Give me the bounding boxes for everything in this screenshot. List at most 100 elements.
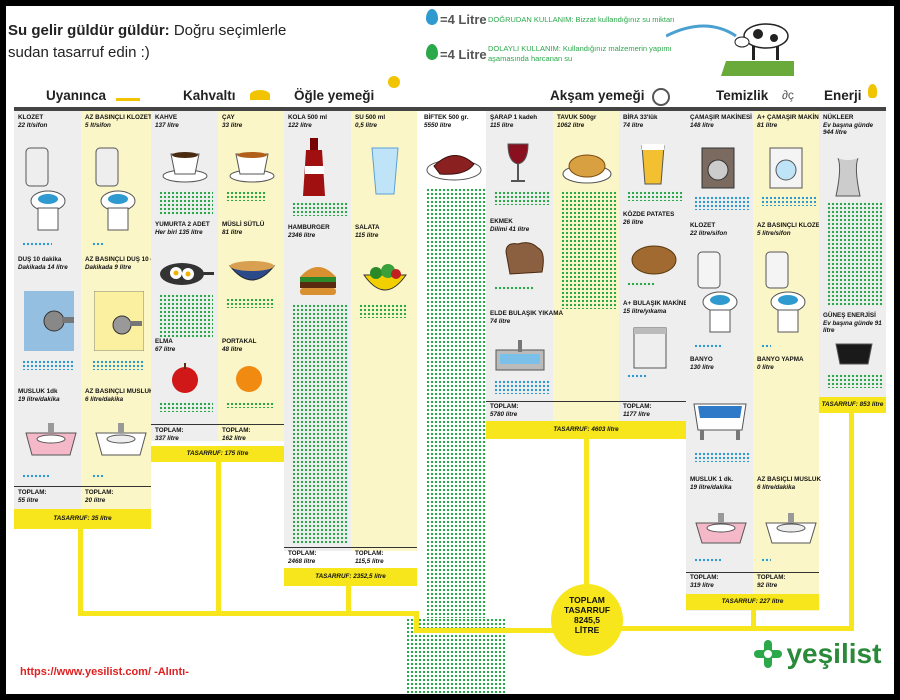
dots-indirect xyxy=(159,191,213,215)
dots-indirect xyxy=(226,402,274,408)
pipe xyxy=(751,610,756,630)
ogle-total-standard: TOPLAM:2468 litre xyxy=(288,550,317,565)
pipe xyxy=(614,626,854,631)
category-enerji: Enerji xyxy=(824,88,862,103)
source-url[interactable]: https://www.yesilist.com/ -Alıntı- xyxy=(20,666,189,678)
potato-icon xyxy=(631,245,677,275)
kahvalti-savings-bar: TASARRUF: 175 litre xyxy=(151,446,284,462)
item-t-musluk-label: MUSLUK 1 dk.19 litre/dakika xyxy=(690,476,734,491)
toilet-icon xyxy=(697,251,738,333)
water-drop-green-icon xyxy=(426,44,438,60)
water-drop-blue-icon xyxy=(426,9,438,25)
item-az-dus-label: AZ BASINÇLI DUŞ 10 dk.Dakikada 9 litre xyxy=(85,256,160,271)
ogle-savings-bar: TASARRUF: 2352,5 litre xyxy=(284,568,417,586)
grand-total-badge: TOPLAM TASARRUF 8245,5 LİTRE xyxy=(551,584,623,656)
dots-direct xyxy=(694,196,750,210)
washing-machine-icon xyxy=(701,147,735,189)
flower-icon xyxy=(754,640,782,668)
bathtub-icon xyxy=(693,403,747,440)
dots-indirect xyxy=(627,282,655,287)
dots-direct xyxy=(92,360,144,370)
sunrise-icon xyxy=(116,88,140,101)
dots-indirect xyxy=(292,304,348,544)
category-kahvalti: Kahvaltı xyxy=(183,88,236,103)
divider xyxy=(151,424,284,425)
sink-icon xyxy=(765,513,817,544)
cola-bottle-icon xyxy=(303,138,325,196)
frying-pan-icon xyxy=(160,263,214,285)
brand-name: yeşilist xyxy=(786,638,882,669)
dots-direct xyxy=(494,380,550,394)
pipe xyxy=(414,628,564,633)
pipe xyxy=(346,586,351,614)
legend-indirect-label: DOLAYLI KULLANIM: Kullandığınız malzemer… xyxy=(488,44,672,63)
dots-indirect-trunk xyxy=(426,188,486,618)
hamburger-icon xyxy=(300,267,336,295)
wine-glass-icon xyxy=(507,143,529,182)
dots-direct xyxy=(92,242,104,247)
dots-indirect xyxy=(494,191,550,205)
dots-direct xyxy=(22,242,52,247)
uyanica-total-standard: TOPLAM:55 litre xyxy=(18,489,47,504)
divider xyxy=(486,401,686,402)
dots-direct xyxy=(694,452,750,462)
dots-indirect xyxy=(159,294,213,338)
sink-icon xyxy=(25,423,77,456)
nuclear-plant-icon xyxy=(834,148,862,197)
dishwasher-icon xyxy=(633,327,667,369)
dots-direct xyxy=(22,474,50,479)
toilet-icon xyxy=(765,251,806,333)
category-aksam: Akşam yemeği xyxy=(550,88,645,103)
dots-direct xyxy=(694,558,722,563)
aksam-total-saving: TOPLAM:1177 litre xyxy=(623,403,652,418)
page-title: Su gelir güldür güldür: Doğru seçimlerle… xyxy=(8,22,287,61)
dots-indirect xyxy=(627,191,683,201)
dots-indirect xyxy=(827,202,883,306)
aksam-savings-bar: TASARRUF: 4603 litre xyxy=(486,421,686,439)
pipe xyxy=(216,462,221,614)
washing-machine-icon xyxy=(769,147,803,189)
dots-indirect xyxy=(226,298,274,308)
divider xyxy=(686,572,819,573)
temizlik-total-saving: TOPLAM:92 litre xyxy=(757,574,786,589)
dots-indirect xyxy=(292,202,348,216)
chef-hat-icon xyxy=(652,88,670,106)
temizlik-savings-bar: TASARRUF: 227 litre xyxy=(686,594,819,610)
water-glass-icon xyxy=(371,147,399,195)
orange-icon xyxy=(236,366,262,392)
dots-indirect xyxy=(494,286,534,291)
salad-bowl-icon xyxy=(363,264,407,291)
lightbulb-icon xyxy=(868,84,877,98)
dots-direct xyxy=(761,196,817,206)
steak-icon xyxy=(426,155,482,181)
cereal-bowl-icon xyxy=(228,261,276,281)
uyanica-savings-bar: TASARRUF: 35 litre xyxy=(14,509,151,529)
uyanica-total-saving: TOPLAM:20 litre xyxy=(85,489,114,504)
infographic-canvas: Su gelir güldür güldür: Doğru seçimlerle… xyxy=(6,6,894,694)
dots-indirect xyxy=(226,191,266,201)
roast-chicken-icon xyxy=(562,154,612,184)
dots-indirect xyxy=(561,191,617,309)
toilet-icon xyxy=(25,147,66,231)
bubbles-icon: ∂ç xyxy=(782,88,794,102)
temizlik-total-standard: TOPLAM:319 litre xyxy=(690,574,719,589)
